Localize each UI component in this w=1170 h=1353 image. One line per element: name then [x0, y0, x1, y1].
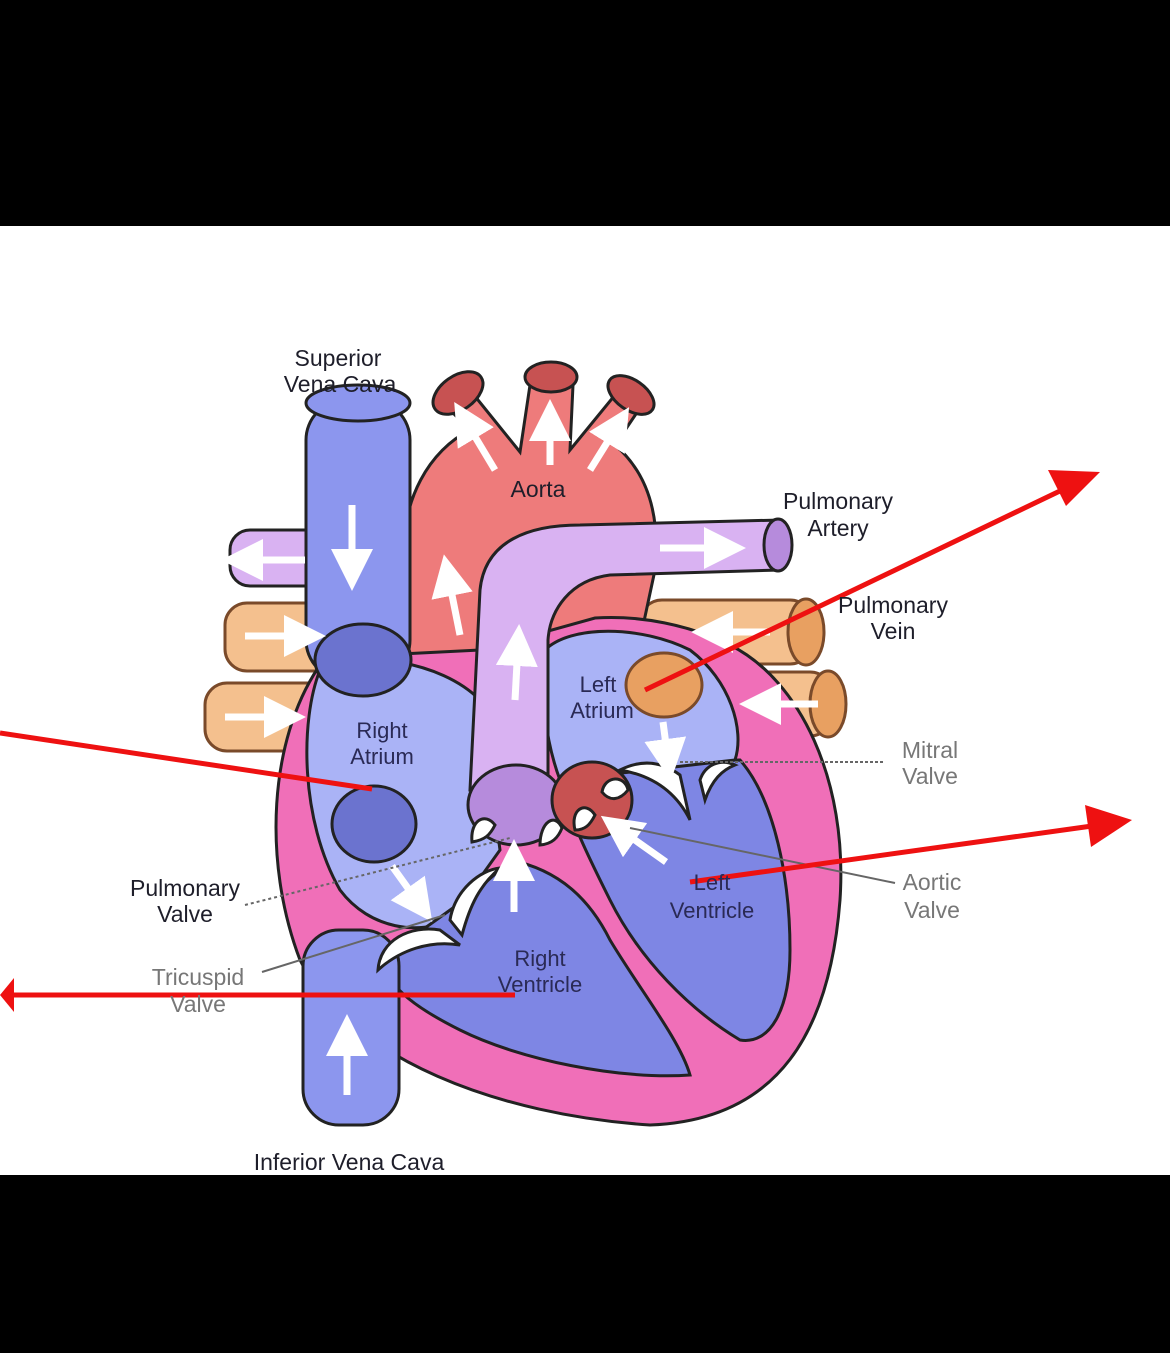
- red-arrow-upper-right: [643, 487, 1064, 693]
- label-inferior-vena-cava: Inferior Vena Cava: [254, 1149, 445, 1175]
- label-pulmonary-artery-2: Artery: [807, 515, 869, 541]
- label-left-atrium-2: Atrium: [570, 698, 634, 723]
- label-right-ventricle-2: Ventricle: [498, 972, 582, 997]
- label-left-atrium-1: Left: [580, 672, 617, 697]
- red-arrow-left-upper: [0, 730, 373, 792]
- label-mitral-valve-1: Mitral: [902, 737, 958, 763]
- diagram-labels: Superior Vena Cava Aorta Pulmonary Arter…: [130, 345, 961, 1175]
- label-aortic-valve-1: Aortic: [903, 869, 962, 895]
- leader-lines: [244, 761, 896, 973]
- label-aorta: Aorta: [511, 476, 566, 502]
- label-right-ventricle-1: Right: [514, 946, 565, 971]
- label-tricuspid-valve-1: Tricuspid: [152, 964, 244, 990]
- coronary-sinus-opening: [330, 784, 418, 864]
- blood-flow-arrows: [221, 399, 818, 923]
- label-pulmonary-valve-2: Valve: [157, 901, 213, 927]
- pulmonary-valve-leaflets: [470, 817, 564, 847]
- label-superior-vena-cava-2: Vena Cava: [284, 371, 397, 397]
- label-pulmonary-vein-1: Pulmonary: [838, 592, 948, 618]
- label-right-atrium-2: Atrium: [350, 744, 414, 769]
- label-superior-vena-cava-1: Superior: [295, 345, 382, 371]
- label-left-ventricle-2: Ventricle: [670, 898, 754, 923]
- label-tricuspid-valve-2: Valve: [170, 991, 226, 1017]
- label-pulmonary-valve-1: Pulmonary: [130, 875, 240, 901]
- superior-vena-cava-vessel: [304, 383, 413, 698]
- label-pulmonary-vein-2: Vein: [871, 618, 916, 644]
- bottom-black-bar: [0, 1175, 1170, 1353]
- label-left-ventricle-1: Left: [694, 870, 731, 895]
- heart-diagram: Superior Vena Cava Aorta Pulmonary Arter…: [0, 226, 1170, 1175]
- red-arrow-right-middle: [689, 823, 1093, 885]
- top-black-bar: [0, 0, 1170, 226]
- label-pulmonary-artery-1: Pulmonary: [783, 488, 893, 514]
- aortic-valve-leaflets: [572, 777, 630, 832]
- pulmonary-vein-opening: [624, 651, 704, 719]
- label-mitral-valve-2: Valve: [902, 763, 958, 789]
- label-aortic-valve-2: Valve: [904, 897, 960, 923]
- annotation-arrows: [0, 470, 1132, 1012]
- label-right-atrium-1: Right: [356, 718, 407, 743]
